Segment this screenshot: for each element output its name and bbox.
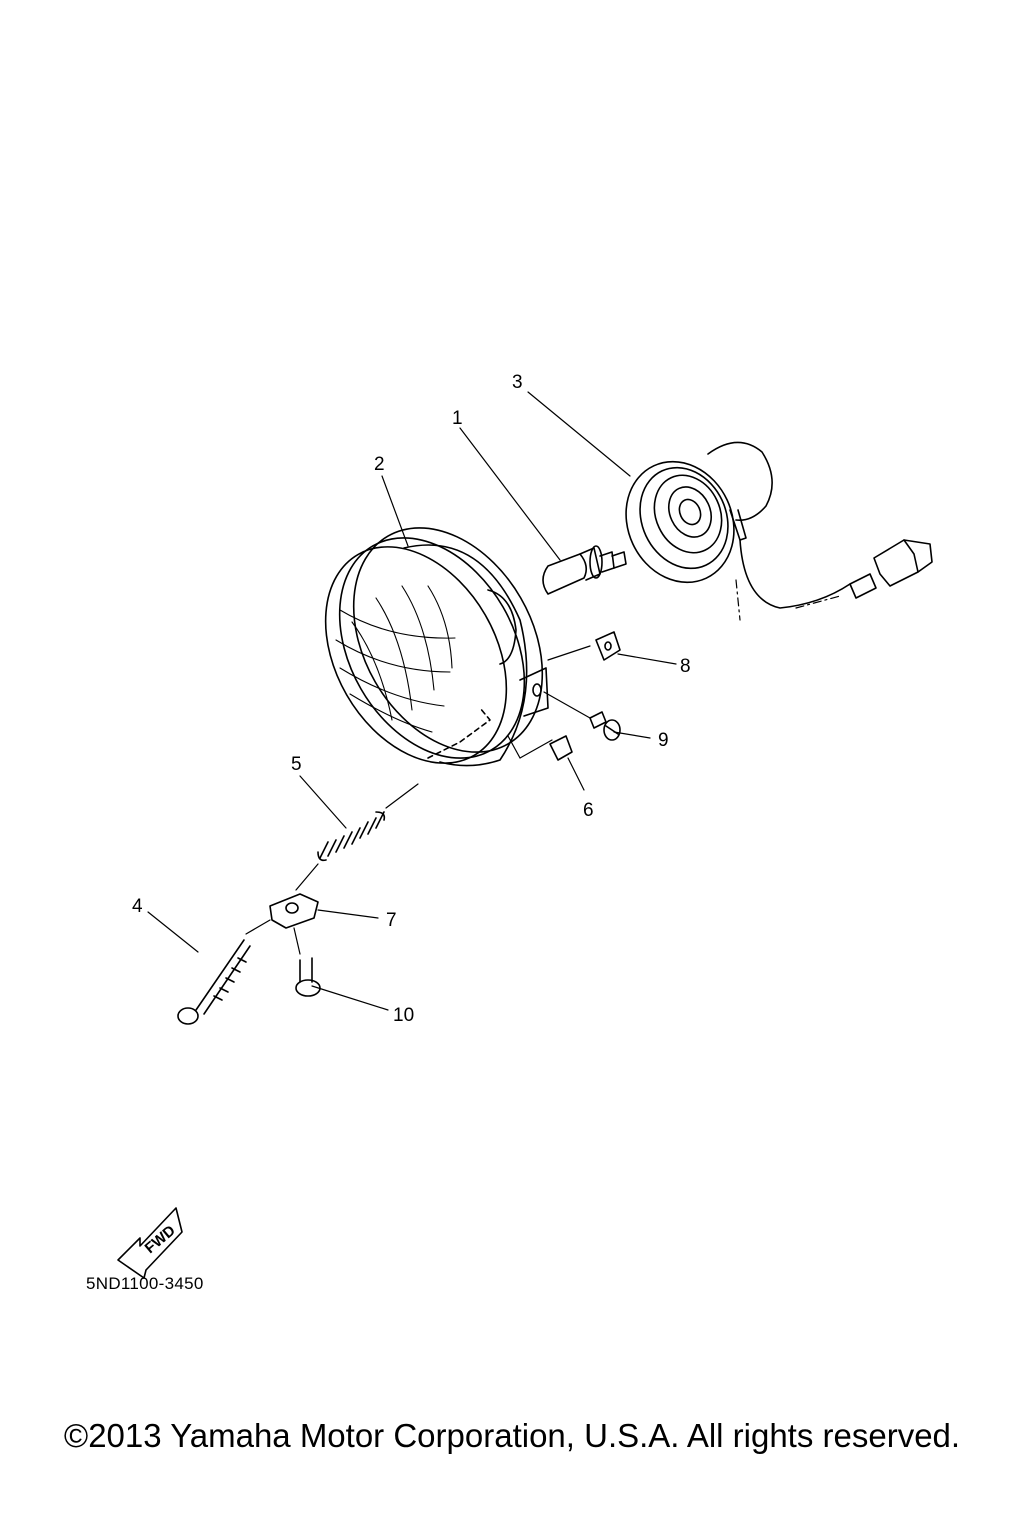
screw (589, 711, 621, 741)
fwd-arrow-icon (117, 1207, 183, 1279)
adjuster-bracket (269, 893, 319, 929)
headlight-housing (324, 527, 549, 767)
callout-9: 9 (658, 730, 669, 751)
bracket-screw (295, 957, 321, 997)
spring (317, 811, 386, 862)
drawing-code: 5ND1100-3450 (86, 1274, 204, 1293)
bulb (542, 545, 627, 595)
adjuster-bolt (177, 939, 251, 1025)
callout-2: 2 (374, 454, 385, 475)
callout-3: 3 (512, 372, 523, 393)
square-nut (549, 735, 573, 761)
callout-1: 1 (452, 408, 463, 429)
callout-7: 7 (386, 910, 397, 931)
leader-lines (147, 391, 841, 1011)
clip-nut (595, 631, 621, 661)
callout-5: 5 (291, 754, 302, 775)
callout-6: 6 (583, 800, 594, 821)
callout-10: 10 (393, 1005, 414, 1026)
callout-4: 4 (132, 896, 143, 917)
copyright-notice: ©2013 Yamaha Motor Corporation, U.S.A. A… (63, 1417, 961, 1454)
fwd-label: FWD (142, 1222, 179, 1257)
callout-8: 8 (680, 656, 691, 677)
socket-cover (625, 441, 933, 609)
